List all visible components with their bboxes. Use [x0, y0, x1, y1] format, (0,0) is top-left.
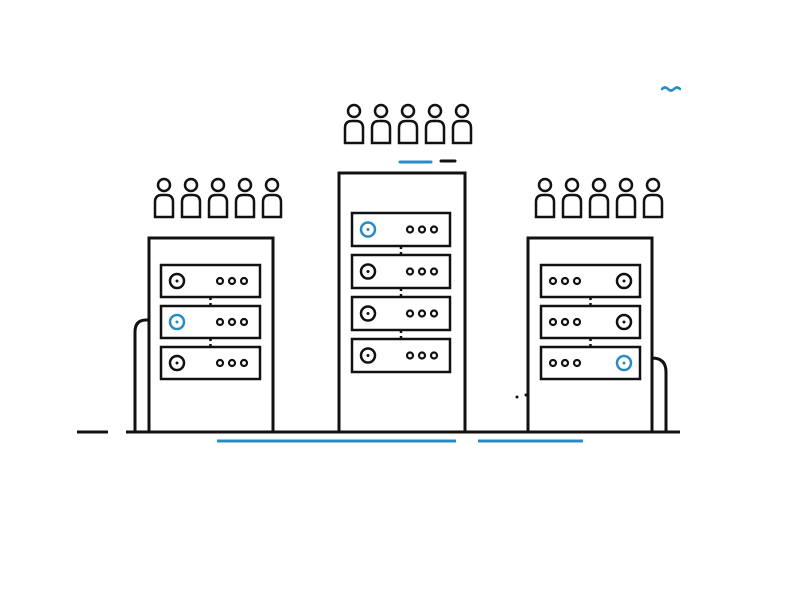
racks [147, 103, 664, 434]
person-icon [180, 177, 202, 219]
person-icon [207, 177, 229, 219]
cable-right [651, 356, 668, 432]
person-icon [234, 177, 256, 219]
cables [133, 318, 668, 432]
dot [515, 395, 519, 399]
indicator-light [215, 317, 225, 327]
person-icon [451, 103, 473, 145]
indicator-light [417, 225, 427, 234]
indicator-light [215, 276, 225, 286]
indicator-light [227, 276, 237, 286]
indicator-light [405, 309, 415, 318]
indicator-light [548, 317, 558, 327]
person-icon [588, 177, 610, 219]
person-icon [561, 177, 583, 219]
disk-icon [359, 305, 377, 322]
person-icon [615, 177, 637, 219]
disk-icon [615, 272, 633, 290]
disk-icon [168, 272, 186, 290]
indicator-light [227, 317, 237, 327]
indicator-light [560, 317, 570, 327]
cable-left [133, 318, 149, 432]
server-unit-icon [350, 253, 452, 297]
indicator-light [405, 351, 415, 360]
indicator-light [548, 358, 558, 368]
wave-icon [660, 86, 682, 92]
disk-icon [359, 263, 377, 280]
person-icon [642, 177, 664, 219]
disk-icon [615, 313, 633, 331]
indicator-light [548, 276, 558, 286]
server-unit-icon [539, 345, 642, 381]
indicator-light [429, 309, 439, 318]
indicator-light [560, 358, 570, 368]
server-unit-icon [159, 263, 262, 306]
indicator-light [417, 351, 427, 360]
indicator-light [572, 358, 582, 368]
server-unit-icon [350, 295, 452, 339]
person-icon [370, 103, 392, 145]
server-unit-icon [159, 345, 262, 381]
server-unit-icon [539, 304, 642, 347]
indicator-light [429, 225, 439, 234]
indicator-light [227, 358, 237, 368]
indicator-light [572, 317, 582, 327]
indicator-light [572, 276, 582, 286]
indicator-light [429, 267, 439, 276]
indicator-light [417, 267, 427, 276]
server-unit-icon [350, 211, 452, 255]
indicator-light [429, 351, 439, 360]
disk-icon [359, 221, 377, 238]
server-unit-icon [159, 304, 262, 347]
disk-icon [168, 354, 186, 372]
server-rack-left [147, 177, 283, 434]
indicator-light [405, 267, 415, 276]
people-group [153, 177, 283, 219]
indicator-light [215, 358, 225, 368]
person-icon [153, 177, 175, 219]
people-group [343, 103, 473, 145]
person-icon [424, 103, 446, 145]
disk-icon [615, 354, 633, 372]
indicator-light [417, 309, 427, 318]
people-group [534, 177, 664, 219]
server-rack-right [526, 177, 664, 434]
server-unit-icon [539, 263, 642, 306]
indicator-light [239, 276, 249, 286]
indicator-light [239, 358, 249, 368]
person-icon [261, 177, 283, 219]
server-rack-center [337, 103, 473, 434]
disk-icon [168, 313, 186, 331]
indicator-light [239, 317, 249, 327]
indicator-light [405, 225, 415, 234]
person-icon [397, 103, 419, 145]
indicator-light [560, 276, 570, 286]
person-icon [343, 103, 365, 145]
disk-icon [359, 347, 377, 364]
person-icon [534, 177, 556, 219]
server-unit-icon [350, 337, 452, 374]
